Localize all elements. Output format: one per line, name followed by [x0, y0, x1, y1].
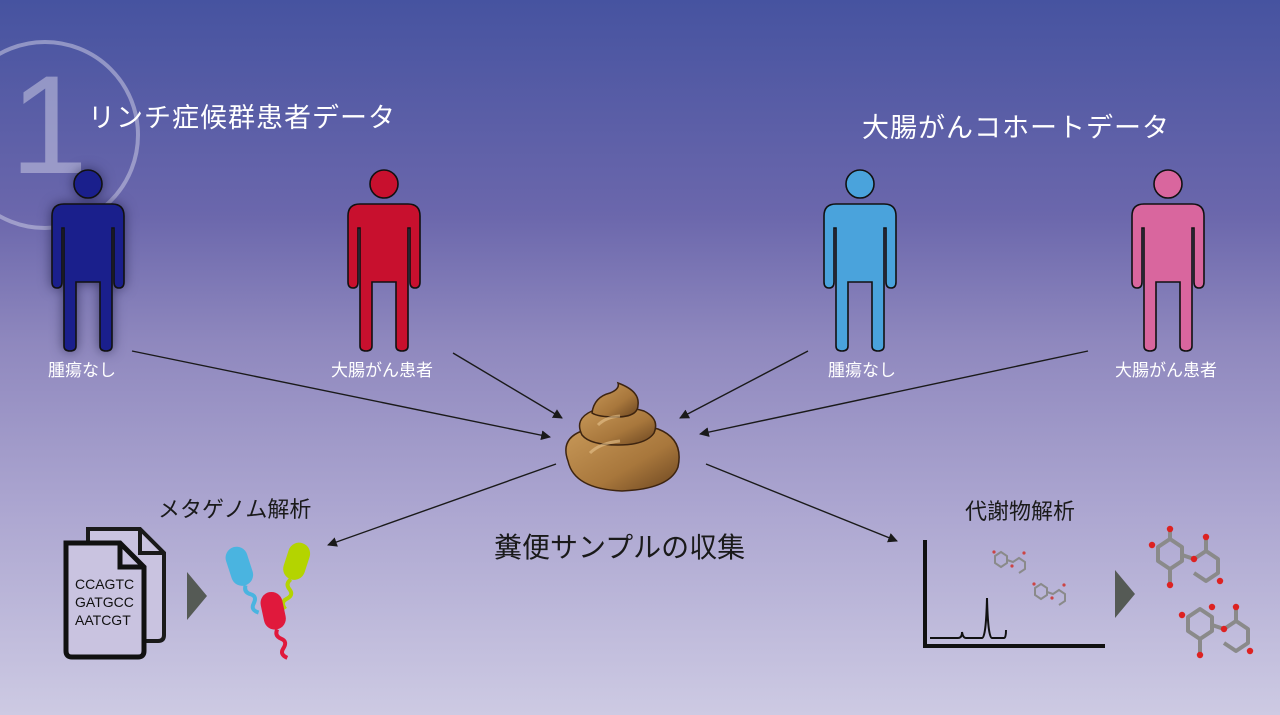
dna-sequence: GATGCC [75, 594, 134, 610]
stool-sample-icon [565, 381, 680, 492]
person-icon-crc-lynch [347, 169, 421, 352]
metabolite-molecule-icon [1148, 525, 1254, 659]
dna-sequence: CCAGTC [75, 576, 135, 592]
person-label-no-tumor-lynch: 腫瘍なし [48, 361, 116, 381]
play-triangle-icon [1115, 570, 1135, 618]
chromatogram-icon [923, 540, 1105, 648]
group-title-lynch: リンチ症候群患者データ [88, 103, 396, 134]
group-title-cohort: 大腸がんコホートデータ [862, 113, 1170, 144]
person-label-crc-lynch: 大腸がん患者 [331, 361, 433, 381]
analysis-label-metabolite: 代謝物解析 [965, 500, 1076, 525]
person-icon-no-tumor-lynch [51, 169, 125, 352]
bacteria-icon [225, 542, 311, 660]
step-number: 1 [10, 46, 88, 203]
dna-document-icon [63, 527, 166, 660]
person-icon-crc-cohort [1131, 169, 1205, 352]
play-triangle-icon [187, 572, 207, 620]
analysis-label-metagenome: メタゲノム解析 [158, 498, 312, 523]
dna-sequence: AATCGT [75, 612, 131, 628]
person-label-no-tumor-cohort: 腫瘍なし [828, 361, 896, 381]
dna-sequences: CCAGTC GATGCC AATCGT [75, 575, 134, 629]
person-label-crc-cohort: 大腸がん患者 [1115, 361, 1217, 381]
person-icon-no-tumor-cohort [823, 169, 897, 352]
center-label: 糞便サンプルの収集 [494, 531, 746, 564]
